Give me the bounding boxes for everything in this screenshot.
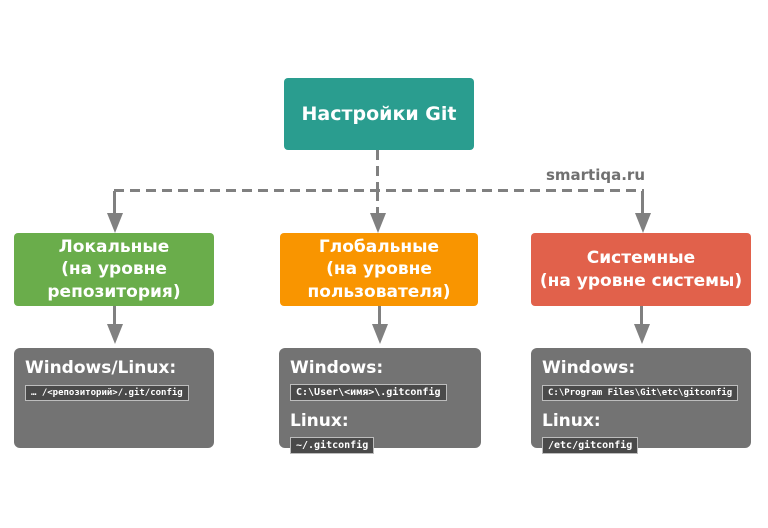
config-path-badge: C:\Program Files\Git\etc\gitconfig [542,385,739,401]
info-box-system-paths: Windows: C:\Program Files\Git\etc\gitcon… [531,348,751,454]
node-local-label: Локальные (на уровне репозитория) [47,236,181,302]
path-entry: Windows: C:\User\<имя>\.gitconfig [290,357,470,401]
connector-global-top-stem [376,191,379,214]
arrow-down-icon [372,324,388,344]
config-path-badge: ~/.gitconfig [290,437,375,454]
path-entry: Windows/Linux: … /<репозиторий>/.git/con… [25,357,203,401]
root-node-label: Настройки Git [301,103,457,125]
path-entry: Windows: C:\Program Files\Git\etc\gitcon… [542,357,740,401]
config-path-badge: C:\User\<имя>\.gitconfig [290,384,447,401]
connector-system-bottom-stem [640,306,643,325]
arrow-down-icon [634,324,650,344]
info-box-local-paths: Windows/Linux: … /<репозиторий>/.git/con… [14,348,214,448]
os-label: Linux: [290,411,349,431]
os-label: Windows/Linux: [25,358,177,378]
root-node-git-settings: Настройки Git [284,78,474,150]
config-path-badge: … /<репозиторий>/.git/config [25,385,189,401]
arrow-down-icon [107,324,123,344]
connector-local-bottom-stem [113,306,116,325]
node-global-settings: Глобальные (на уровне пользователя) [280,233,478,306]
info-box-global-paths: Windows: C:\User\<имя>\.gitconfig Linux:… [279,348,481,454]
connector-global-bottom-stem [378,306,381,325]
connector-root-vertical-dashed-line [376,150,379,191]
os-label: Windows: [290,358,384,378]
node-global-label: Глобальные (на уровне пользователя) [307,236,451,302]
connector-system-top-stem [641,191,644,214]
path-entry: Linux: /etc/gitconfig [542,410,740,454]
path-entry: Linux: ~/.gitconfig [290,410,470,454]
node-system-label: Системные (на уровне системы) [539,248,743,291]
arrow-down-icon [635,213,651,233]
arrow-down-icon [370,213,386,233]
config-path-badge: /etc/gitconfig [542,437,639,454]
os-label: Linux: [542,411,601,431]
connector-horizontal-dashed-rail [114,189,644,192]
watermark-text: smartiqa.ru [545,166,645,184]
os-label: Windows: [542,358,636,378]
node-system-settings: Системные (на уровне системы) [531,233,751,306]
arrow-down-icon [107,213,123,233]
node-local-settings: Локальные (на уровне репозитория) [14,233,214,306]
connector-local-top-stem [113,191,116,214]
